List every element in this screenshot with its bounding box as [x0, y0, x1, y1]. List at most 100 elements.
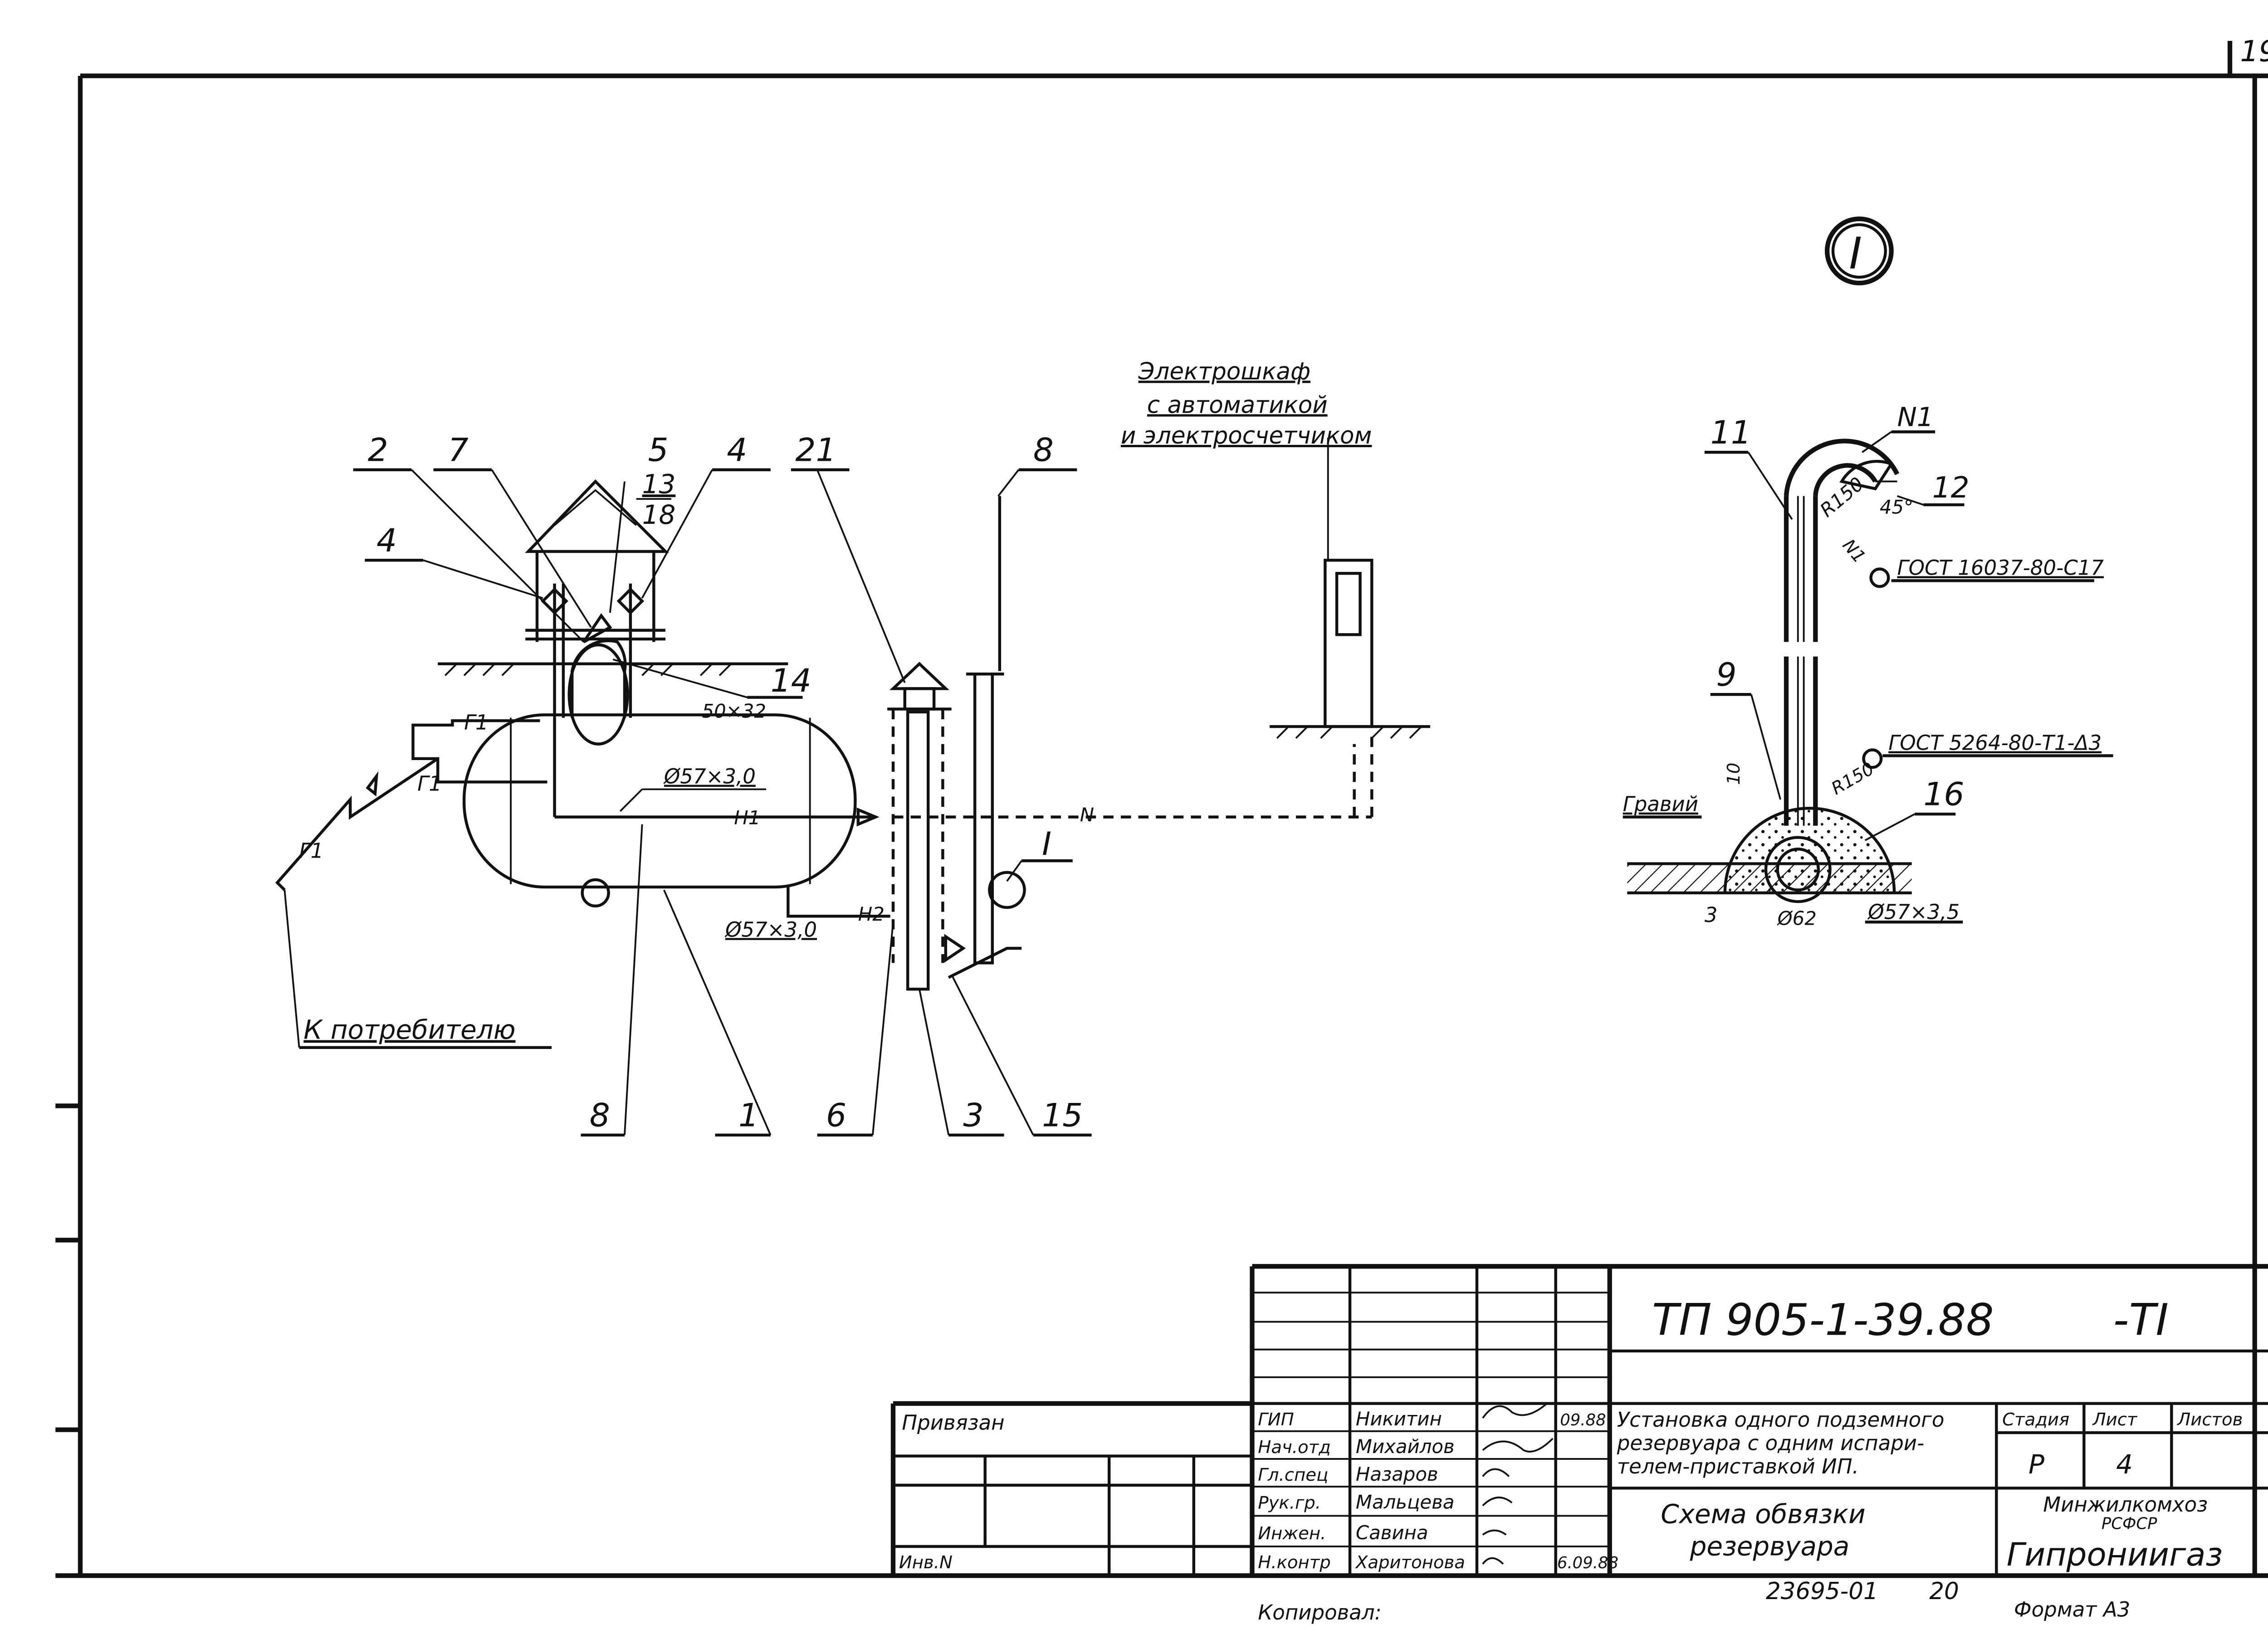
- stage-header: Стадия: [2002, 1410, 2069, 1430]
- sheet-header: Лист: [2092, 1410, 2138, 1430]
- svg-text:Г1: Г1: [464, 710, 489, 734]
- svg-text:Харитонова: Харитонова: [1355, 1552, 1465, 1573]
- org-2: РСФСР: [2102, 1514, 2157, 1533]
- svg-text:Г1: Г1: [417, 772, 442, 796]
- callout-N1: N1: [1897, 401, 1934, 432]
- callout-15: 15: [1042, 1097, 1083, 1134]
- svg-text:ГИП: ГИП: [1258, 1410, 1294, 1430]
- svg-text:Г1: Г1: [299, 839, 324, 863]
- svg-text:Мальцева: Мальцева: [1356, 1491, 1455, 1513]
- svg-text:Михайлов: Михайлов: [1356, 1435, 1455, 1458]
- cabinet-label-2: с автоматикой: [1147, 391, 1328, 419]
- callout-4-right: 4: [727, 431, 747, 469]
- archive-sub: 20: [1929, 1578, 1959, 1605]
- gost-16037: ГОСТ 16037-80-С17: [1897, 556, 2104, 580]
- callout-18: 18: [642, 499, 676, 530]
- callout-21: 21: [795, 431, 836, 469]
- detail-pipe-label: Ø57×3,5: [1867, 900, 1960, 924]
- signature-table: ГИП Нач.отд Гл.спец Рук.гр. Инжен. Н.кон…: [1258, 1403, 1618, 1573]
- dim-50x32: 50×32: [702, 700, 766, 722]
- callout-2: 2: [368, 431, 388, 469]
- callout-I: I: [1042, 825, 1051, 863]
- gravel-label: Гравий: [1623, 792, 1698, 816]
- title-block: [890, 1264, 2268, 1576]
- project-title-2: резервуара с одним испари-: [1617, 1431, 1925, 1455]
- callout-4-left: 4: [376, 522, 397, 559]
- svg-text:3: 3: [1705, 903, 1718, 927]
- svg-text:Нач.отд: Нач.отд: [1258, 1437, 1331, 1458]
- svg-text:R150: R150: [1828, 759, 1878, 799]
- consumer-pipeline: [275, 719, 552, 1049]
- grounding-rod: [948, 496, 1026, 979]
- svg-text:I: I: [1849, 228, 1862, 279]
- callout-11: 11: [1711, 414, 1751, 451]
- svg-text:10: 10: [1724, 763, 1744, 785]
- svg-text:6.09.88: 6.09.88: [1557, 1554, 1618, 1572]
- main-scheme: Г1 Г1 Г1 К потребителю Н1 Н2 Ø57×3,0 Ø57…: [275, 358, 1430, 1137]
- ground-line-left: [438, 662, 788, 676]
- svg-text:Ø62: Ø62: [1777, 907, 1817, 930]
- svg-text:N: N: [1080, 804, 1094, 826]
- org-1: Минжилкомхоз: [2043, 1493, 2208, 1517]
- callout-8-top: 8: [1033, 431, 1054, 469]
- tank-neck: [567, 639, 629, 746]
- detail-marker: I: [1824, 216, 1894, 286]
- callout-5: 5: [648, 431, 668, 469]
- pipe-h2: [787, 887, 890, 918]
- svg-text:Н1: Н1: [734, 807, 760, 829]
- drawing-suffix: -ТI: [2113, 1294, 2169, 1346]
- detail-I: ГОСТ 16037-80-С17 ГОСТ 5264-80-Т1-Δ3 R15…: [1623, 401, 2113, 930]
- sheets-header: Листов: [2176, 1410, 2243, 1430]
- riser-pipe: [1784, 439, 1900, 826]
- bound-label: Привязан: [902, 1411, 1004, 1435]
- cabinet-label-1: Электрошкаф: [1138, 358, 1310, 385]
- weld-marker-1: [1869, 567, 1890, 588]
- callout-9: 9: [1716, 656, 1737, 693]
- flow-arrow-h1: [856, 807, 880, 827]
- dim-d57-top: Ø57×3,0: [663, 765, 756, 789]
- callout-16: 16: [1923, 776, 1964, 813]
- callout-7: 7: [448, 431, 469, 469]
- weld-marker-2: [1862, 748, 1883, 769]
- svg-text:Рук.гр.: Рук.гр.: [1258, 1493, 1321, 1513]
- drawing-code: ТП 905-1-39.88: [1652, 1294, 1994, 1346]
- electrical-cabinet: [1324, 438, 1374, 728]
- svg-text:N1: N1: [1838, 536, 1870, 567]
- svg-text:Назаров: Назаров: [1356, 1463, 1438, 1485]
- format-label: Формат А3: [2014, 1597, 2130, 1621]
- svg-text:Н.контр: Н.контр: [1258, 1552, 1330, 1573]
- callout-8-bottom: 8: [590, 1097, 610, 1134]
- callout-3: 3: [963, 1097, 983, 1134]
- callout-6: 6: [826, 1097, 846, 1134]
- cabinet-label-3: и электросчетчиком: [1121, 422, 1372, 449]
- callout-13: 13: [642, 468, 676, 499]
- org-3: Гипрониигаз: [2007, 1536, 2223, 1573]
- project-title-3: телем-приставкой ИП.: [1617, 1454, 1859, 1478]
- dim-d57-bottom: Ø57×3,0: [724, 917, 817, 941]
- stage-value: Р: [2028, 1449, 2044, 1480]
- reservoir-tank: [462, 713, 857, 907]
- callout-12: 12: [1932, 471, 1970, 505]
- sheet-value: 4: [2116, 1449, 2133, 1480]
- project-title-1: Установка одного подземного: [1617, 1408, 1945, 1432]
- archive-number: 23695-01: [1766, 1578, 1878, 1605]
- gravel-backfill: [1723, 806, 1896, 894]
- svg-text:Гл.спец: Гл.спец: [1258, 1465, 1328, 1485]
- drawing-frame: [55, 41, 2268, 1578]
- copied-label: Копировал:: [1258, 1600, 1381, 1624]
- callout-14: 14: [771, 662, 811, 699]
- protective-hood: [525, 479, 669, 718]
- consumer-label: К потребителю: [303, 1014, 515, 1045]
- svg-text:Н2: Н2: [858, 903, 885, 925]
- evaporator-column: [887, 662, 1374, 991]
- inv-label: Инв.N: [899, 1552, 953, 1573]
- svg-text:Никитин: Никитин: [1356, 1408, 1442, 1430]
- svg-text:09.88: 09.88: [1560, 1411, 1606, 1429]
- svg-text:Савина: Савина: [1356, 1522, 1428, 1544]
- ground-line-right: [1270, 725, 1430, 739]
- sheet-title-1: Схема обвязки: [1661, 1499, 1865, 1530]
- callout-leaders: [353, 468, 1092, 1137]
- gost-5264: ГОСТ 5264-80-Т1-Δ3: [1888, 731, 2102, 755]
- svg-text:Инжен.: Инжен.: [1258, 1523, 1326, 1544]
